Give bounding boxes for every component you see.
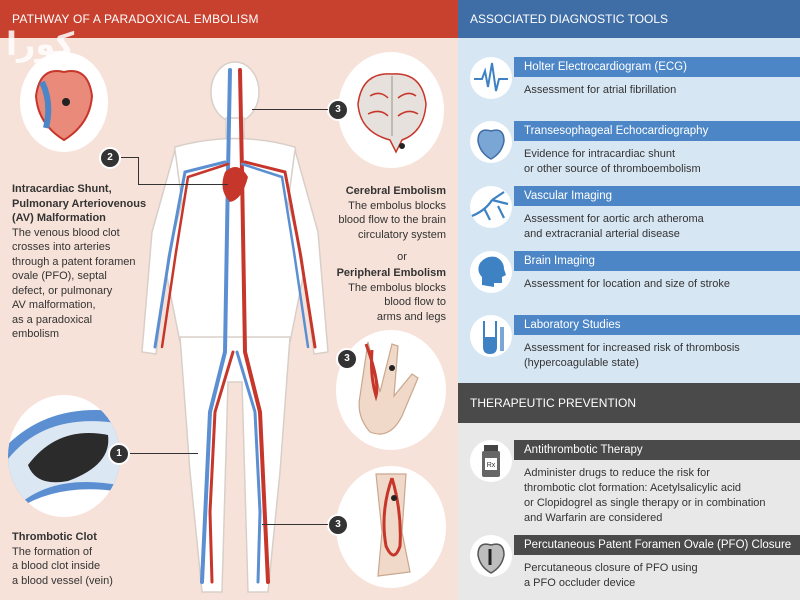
- tool-lab-desc: Assessment for increased risk of thrombo…: [524, 341, 794, 371]
- shunt-body-4: ovale (PFO), septal: [12, 270, 107, 282]
- therapy-pfo-desc-1: Percutaneous closure of PFO using: [524, 562, 698, 574]
- tool-vascular-desc-2: and extracranial arterial disease: [524, 228, 680, 240]
- shunt-body-1: The venous blood clot: [12, 226, 120, 239]
- leader-line-2b: [138, 157, 139, 184]
- heart-device-icon: [470, 535, 512, 577]
- thrombotic-title: Thrombotic Clot: [12, 531, 97, 543]
- therapy-header: THERAPEUTIC PREVENTION: [458, 383, 800, 423]
- therapy-antithrombotic-desc-1: Administer drugs to reduce the risk for: [524, 467, 710, 479]
- tool-ecg-desc: Assessment for atrial fibrillation: [524, 83, 794, 98]
- watermark-logo: كورا: [6, 25, 75, 63]
- peripheral-title: Peripheral Embolism: [336, 267, 446, 279]
- therapy-antithrombotic-desc: Administer drugs to reduce the risk for …: [524, 466, 794, 526]
- therapy-antithrombotic-desc-2: thrombotic clot formation: Acetylsalicyl…: [524, 482, 742, 494]
- marker-3-brain: 3: [327, 99, 349, 121]
- marker-1: 1: [108, 443, 130, 465]
- tool-vascular-desc: Assessment for aortic arch atheroma and …: [524, 212, 794, 242]
- cerebral-body-1: The embolus blocks: [348, 199, 446, 212]
- shunt-title-1: Intracardiac Shunt,: [12, 183, 112, 195]
- marker-3-leg: 3: [327, 514, 349, 536]
- tool-ecg-desc-1: Assessment for atrial fibrillation: [524, 84, 677, 96]
- peripheral-body-3: arms and legs: [376, 310, 446, 323]
- pill-bottle-icon: Rx: [470, 440, 512, 482]
- shunt-body-8: embolism: [12, 328, 60, 340]
- tool-lab-desc-1: Assessment for increased risk of thrombo…: [524, 342, 740, 354]
- shunt-body-7: as a paradoxical: [12, 313, 93, 326]
- tool-echo-label: Transesophageal Echocardiography: [514, 121, 800, 141]
- pathway-header: PATHWAY OF A PARADOXICAL EMBOLISM: [0, 0, 458, 38]
- tool-echo-desc-2: or other source of thromboembolism: [524, 163, 701, 175]
- shunt-title-2: Pulmonary Arteriovenous: [12, 197, 147, 210]
- therapy-pfo-desc-2: a PFO occluder device: [524, 577, 636, 589]
- tool-echo-desc-1: Evidence for intracardiac shunt: [524, 148, 676, 160]
- brain-icon: [357, 73, 427, 154]
- tool-vascular-label: Vascular Imaging: [514, 186, 800, 206]
- heart-shape: [222, 167, 248, 202]
- shunt-text: Intracardiac Shunt, Pulmonary Arterioven…: [12, 182, 162, 342]
- thrombotic-text: Thrombotic Clot The formation of a blood…: [12, 530, 152, 588]
- tool-brain-label: Brain Imaging: [514, 251, 800, 271]
- shunt-body-6: AV malformation,: [12, 299, 96, 311]
- marker-3-hand: 3: [336, 348, 358, 370]
- cerebral-body-3: circulatory system: [357, 228, 446, 241]
- tool-brain-desc: Assessment for location and size of stro…: [524, 277, 794, 292]
- leader-line-2c: [138, 184, 228, 185]
- tool-brain-desc-1: Assessment for location and size of stro…: [524, 278, 731, 290]
- peripheral-body-2: blood flow to: [384, 296, 446, 308]
- therapy-antithrombotic-desc-3: or Clopidogrel as single therapy or in c…: [524, 497, 766, 509]
- therapy-pfo-desc: Percutaneous closure of PFO using a PFO …: [524, 561, 794, 591]
- therapy-antithrombotic-desc-4: and Warfarin are considered: [524, 512, 663, 524]
- hand-icon: [358, 341, 419, 435]
- cerebral-title: Cerebral Embolism: [345, 185, 446, 197]
- shunt-body-5: defect, or pulmonary: [12, 284, 113, 297]
- diagnostics-panel: ASSOCIATED DIAGNOSTIC TOOLS Holter Elect…: [458, 0, 800, 600]
- shunt-body-3: through a patent foramen: [12, 255, 136, 268]
- therapy-antithrombotic-label: Antithrombotic Therapy: [514, 440, 800, 460]
- ecg-icon: [470, 57, 512, 99]
- shunt-title-3: (AV) Malformation: [12, 212, 106, 224]
- thrombotic-body-2: a blood clot inside: [12, 560, 101, 572]
- leader-line-1: [130, 453, 198, 454]
- cerebral-text: Cerebral Embolism The embolus blocks blo…: [292, 184, 446, 242]
- vessels-icon: [470, 186, 512, 228]
- peripheral-body-1: The embolus blocks: [348, 281, 446, 294]
- leader-line-3-leg: [262, 524, 328, 525]
- vein-clot-icon: [8, 410, 120, 517]
- human-body-illustration: [141, 61, 329, 593]
- tool-lab-label: Laboratory Studies: [514, 315, 800, 335]
- or-text: or: [397, 251, 407, 263]
- clot-detail-circle: [8, 395, 120, 517]
- heart-detail-icon: [34, 70, 94, 142]
- pathway-panel: PATHWAY OF A PARADOXICAL EMBOLISM: [0, 0, 458, 600]
- tool-lab-desc-2: (hypercoagulable state): [524, 357, 639, 369]
- peripheral-text: Peripheral Embolism The embolus blocks b…: [292, 266, 446, 324]
- tool-vascular-desc-1: Assessment for aortic arch atheroma: [524, 213, 704, 225]
- diagnostics-header: ASSOCIATED DIAGNOSTIC TOOLS: [458, 0, 800, 38]
- therapy-pfo-label: Percutaneous Patent Foramen Ovale (PFO) …: [514, 535, 800, 555]
- test-tube-icon: [470, 315, 512, 357]
- leg-icon: [375, 473, 411, 577]
- shunt-body-2: crosses into arteries: [12, 241, 111, 253]
- tool-ecg-label: Holter Electrocardiogram (ECG): [514, 57, 800, 77]
- thrombotic-body-1: The formation of: [12, 545, 93, 558]
- heart-icon: [470, 121, 512, 163]
- leader-line-3-brain: [252, 109, 328, 110]
- leader-line-2: [121, 157, 139, 158]
- rx-label: Rx: [487, 462, 496, 469]
- cerebral-body-2: blood flow to the brain: [338, 214, 446, 226]
- head-icon: [470, 251, 512, 293]
- tool-echo-desc: Evidence for intracardiac shunt or other…: [524, 147, 794, 177]
- thrombotic-body-3: a blood vessel (vein): [12, 574, 113, 587]
- marker-2: 2: [99, 147, 121, 169]
